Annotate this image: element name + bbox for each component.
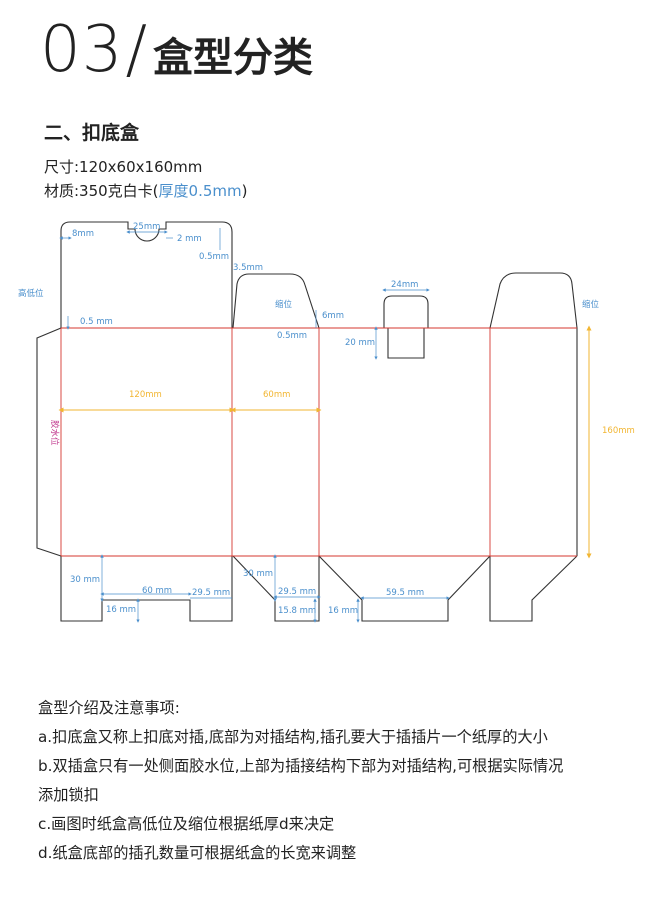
label-05mm-left: 0.5 mm xyxy=(80,317,113,327)
label-24mm: 24mm xyxy=(391,280,418,290)
spec-size: 尺寸:120x60x160mm xyxy=(44,158,203,176)
blue-dimension-lines xyxy=(59,228,450,623)
label-295mm-b: 29.5 mm xyxy=(278,587,316,597)
top-tuck-flap-outline xyxy=(60,221,233,328)
title-slash: / xyxy=(125,13,147,87)
title-text: 盒型分类 xyxy=(153,35,313,81)
label-158mm: 15.8 mm xyxy=(278,606,316,616)
label-2mm: 2 mm xyxy=(177,234,202,244)
label-16mm-a: 16 mm xyxy=(106,605,136,615)
label-20mm: 20 mm xyxy=(345,338,375,348)
note-d: d.纸盒底部的插孔数量可根据纸盒的长宽来调整 xyxy=(38,844,357,862)
label-shrink-right: 缩位 xyxy=(582,299,600,310)
section-heading: 二、扣底盒 xyxy=(44,122,140,144)
label-shrink-left: 缩位 xyxy=(275,299,293,310)
label-05mm-mid: 0.5mm xyxy=(277,331,307,341)
label-295mm-a: 29.5 mm xyxy=(192,588,230,598)
bottom-flap-2-outline xyxy=(232,555,320,622)
insert-tab-outline xyxy=(383,295,429,328)
dust-flap-outline-left xyxy=(232,273,320,329)
glue-flap-outline xyxy=(36,327,62,557)
label-120mm: 120mm xyxy=(129,390,162,400)
dieline-diagram: 8mm 25mm 2 mm 0.5mm 3.5mm 高低位 0.5 mm 缩位 … xyxy=(18,221,635,623)
spec-thickness: 厚度0.5mm xyxy=(158,182,242,200)
note-a: a.扣底盒又称上扣底对插,底部为对插结构,插孔要大于插插片一个纸厚的大小 xyxy=(38,728,548,746)
dust-flap-outline-right xyxy=(489,272,578,329)
label-60mm-panel: 60mm xyxy=(263,390,290,400)
bottom-flap-3-outline xyxy=(318,555,491,622)
label-16mm-b: 16 mm xyxy=(328,606,358,616)
spec-material: 材质:350克白卡(厚度0.5mm) xyxy=(44,180,248,201)
label-6mm: 6mm xyxy=(322,311,344,321)
notes-heading: 盒型介绍及注意事项: xyxy=(38,699,180,717)
bottom-flap-4-outline xyxy=(489,555,578,622)
label-05mm-top: 0.5mm xyxy=(199,252,229,262)
label-glue: 胶水位 xyxy=(49,420,60,446)
yellow-dimension-lines xyxy=(58,325,592,559)
label-25mm: 25mm xyxy=(133,222,160,232)
label-160mm: 160mm xyxy=(602,426,635,436)
spec-material-prefix: 材质:350克白卡( xyxy=(44,182,159,200)
note-b1: b.双插盒只有一处侧面胶水位,上部为插接结构下部为对插结构,可根据实际情况 xyxy=(38,757,564,775)
label-8mm: 8mm xyxy=(72,229,94,239)
label-high-low: 高低位 xyxy=(18,288,44,299)
fold-lines xyxy=(60,327,577,557)
label-30mm-a: 30 mm xyxy=(70,575,100,585)
page-title: 03 / 盒型分类 xyxy=(40,18,313,82)
bottom-flap-1-outline xyxy=(60,556,233,622)
label-595mm: 59.5 mm xyxy=(386,588,424,598)
insert-slot-outline xyxy=(387,328,425,359)
label-35mm: 3.5mm xyxy=(233,263,263,273)
notes: 盒型介绍及注意事项: a.扣底盒又称上扣底对插,底部为对插结构,插孔要大于插插片… xyxy=(38,694,648,868)
note-b2: 添加锁扣 xyxy=(38,786,99,804)
title-number: 03 xyxy=(40,13,124,87)
label-60mm: 60 mm xyxy=(142,586,172,596)
label-30mm-b: 30 mm xyxy=(243,569,273,579)
spec-material-suffix: ) xyxy=(241,182,248,200)
note-c: c.画图时纸盒高低位及缩位根据纸厚d来决定 xyxy=(38,815,335,833)
cut-lines xyxy=(36,221,578,622)
